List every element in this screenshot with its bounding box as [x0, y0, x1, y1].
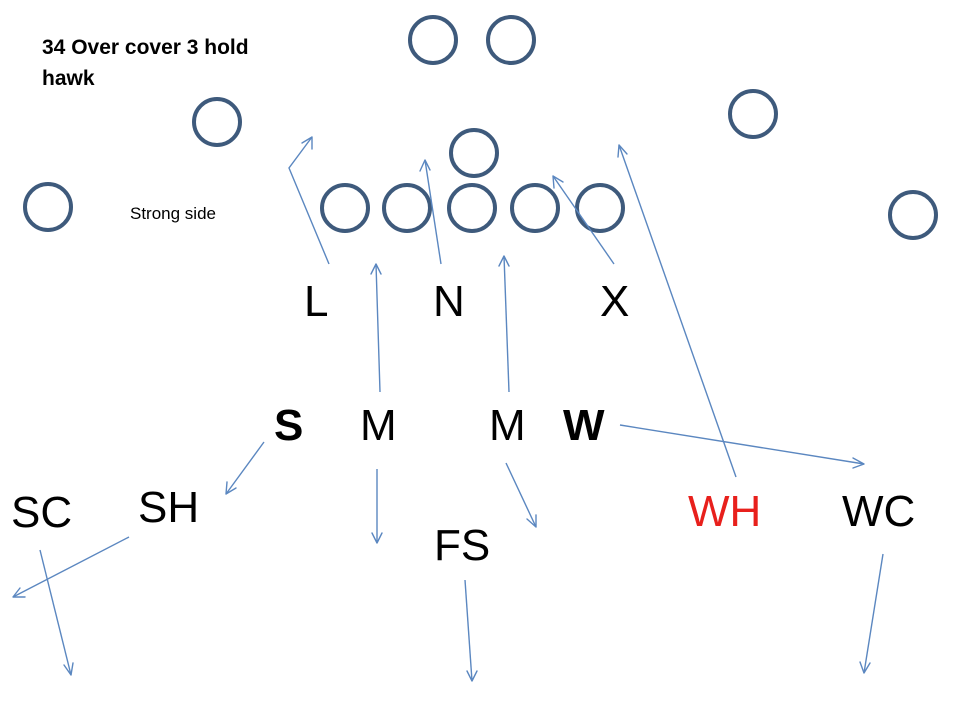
route-X — [552, 175, 615, 265]
offense-player-receiver-left-top — [408, 15, 458, 65]
arrowhead-X — [552, 175, 564, 189]
defender-SH: SH — [138, 483, 199, 532]
arrowhead-M-right-drop — [526, 514, 537, 528]
route-N — [424, 159, 442, 265]
defender-X: X — [600, 277, 629, 326]
routes — [12, 136, 884, 682]
title-line-2: hawk — [42, 67, 95, 90]
offense-player-receiver-right-top — [486, 15, 536, 65]
route-W — [619, 424, 865, 465]
arrowhead-SC — [63, 662, 74, 676]
defender-W: W — [563, 401, 605, 450]
defender-N: N — [433, 277, 465, 326]
arrowhead-M-left — [370, 263, 382, 275]
arrowhead-W — [852, 457, 865, 469]
offense-player-quarterback — [449, 128, 499, 178]
offense-player-wing-left — [192, 97, 242, 147]
arrowhead-S — [225, 481, 237, 495]
defender-L: L — [304, 277, 328, 326]
arrowhead-WC — [859, 661, 871, 674]
offense-player-line-1 — [320, 183, 370, 233]
route-SH — [12, 536, 130, 598]
arrowhead-M-left-drop — [371, 532, 383, 544]
arrowhead-L — [301, 136, 313, 150]
route-L — [288, 136, 330, 265]
route-M-right-drop — [505, 462, 537, 528]
arrowhead-N — [419, 159, 431, 172]
offense — [23, 15, 938, 240]
title-line-1: 34 Over cover 3 hold — [42, 36, 249, 59]
route-WC — [863, 553, 884, 674]
offense-player-line-5 — [575, 183, 625, 233]
arrowhead-M-right — [498, 255, 510, 267]
arrowhead-SH — [12, 587, 26, 598]
strong-side-label: Strong side — [130, 204, 216, 223]
defender-M-left: M — [360, 401, 397, 450]
offense-player-wing-right — [728, 89, 778, 139]
arrowhead-WH — [617, 144, 628, 158]
route-S — [225, 441, 265, 495]
route-M-right — [503, 255, 510, 393]
route-FS — [464, 579, 473, 682]
offense-player-line-2 — [382, 183, 432, 233]
offense-player-line-4 — [510, 183, 560, 233]
offense-player-split-end — [23, 182, 73, 232]
defender-S: S — [274, 401, 303, 450]
defender-SC: SC — [11, 488, 72, 537]
defender-FS: FS — [434, 521, 490, 570]
route-WH — [618, 144, 737, 478]
route-SC — [39, 549, 72, 676]
defender-M-right: M — [489, 401, 526, 450]
offense-player-flanker — [888, 190, 938, 240]
offense-player-center — [447, 183, 497, 233]
defense: L N X S M M W SC SH FS WH WC — [11, 277, 915, 570]
arrowhead-FS — [466, 670, 478, 682]
route-M-left — [375, 263, 381, 393]
defender-WC: WC — [842, 487, 915, 536]
defender-WH: WH — [688, 487, 761, 536]
